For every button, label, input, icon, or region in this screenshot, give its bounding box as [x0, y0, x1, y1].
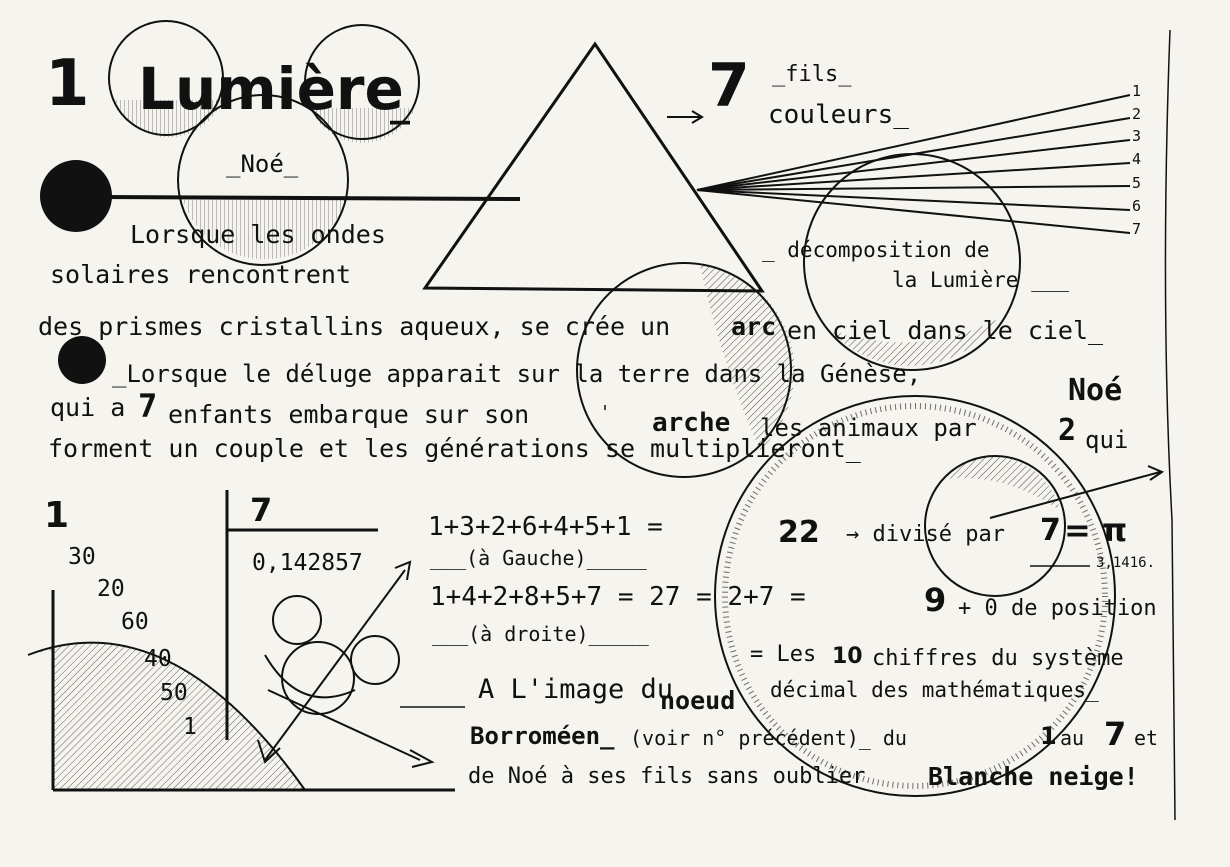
light-beam	[99, 195, 521, 201]
division-dividend: 1	[44, 495, 70, 536]
division-quotient: 0,142857	[252, 550, 363, 576]
ten-digits-line-b: chiffres du système	[872, 646, 1124, 671]
closing-borromeen: Borroméen_	[470, 722, 615, 750]
paragraph-line5-c: les animaux par	[760, 414, 977, 442]
seven-heading: 7	[708, 51, 750, 121]
paragraph-line5-b: enfants embarque sur son	[168, 400, 530, 429]
ten-digits-line-a: = Les	[750, 642, 817, 667]
spectrum-rays	[696, 94, 1131, 234]
couleurs-label: couleurs_	[768, 100, 909, 130]
closing-au: au	[1060, 726, 1085, 750]
paragraph-noe: Noé	[1068, 373, 1123, 408]
ray-number-7: 7	[1132, 220, 1142, 238]
sun-disc	[40, 160, 112, 232]
closing-line1-a: A L'image du	[478, 674, 674, 705]
decomposition-line1: _ décomposition de	[762, 238, 990, 262]
spectrum-circle	[803, 153, 1021, 371]
pi-circle	[924, 455, 1066, 597]
division-remainder-3: 60	[121, 609, 149, 635]
large-radiant-circle	[714, 395, 1116, 797]
right-margin-line	[1164, 29, 1176, 821]
equation-divisor-seven: 7	[1040, 513, 1061, 548]
closing-seven: 7	[1104, 715, 1127, 753]
paragraph-line1: Lorsque les ondes	[130, 220, 386, 249]
bullet-disc	[58, 336, 106, 384]
paragraph-line4: _Lorsque le déluge apparait sur la terre…	[112, 360, 922, 388]
paragraph-seven: 7	[138, 387, 158, 425]
ray-number-4: 4	[1132, 150, 1142, 168]
pi-value: 3,1416.	[1096, 555, 1156, 571]
fils-label: _fils_	[772, 62, 852, 87]
paragraph-line5-d: qui	[1085, 426, 1129, 454]
equation-left-label: ___(à Gauche)_____	[430, 546, 647, 570]
paragraph-arche: arche	[652, 408, 731, 438]
equation-nine: 9	[924, 581, 947, 619]
borromean-figure	[257, 560, 435, 768]
arrow-to-seven	[667, 110, 704, 124]
middle-circle	[576, 262, 795, 478]
division-remainder-4: 40	[144, 646, 172, 672]
paragraph-line6: forment un couple et les générations se …	[48, 434, 861, 463]
division-remainder-5: 50	[160, 680, 188, 706]
ray-number-5: 5	[1132, 174, 1142, 192]
division-divisor: 7	[250, 491, 273, 529]
paragraph-line5-a: qui a	[50, 393, 126, 422]
title-number: 1	[45, 47, 90, 121]
ray-number-6: 6	[1132, 197, 1142, 215]
equation-divided-by: → divisé par	[846, 522, 1005, 547]
closing-et: et	[1134, 726, 1159, 750]
division-remainder-2: 20	[97, 576, 125, 602]
equation-left-sum: 1+3+2+6+4+5+1 =	[428, 512, 663, 542]
ten-digits-line2: décimal des mathématiques_	[770, 678, 1099, 702]
title-circles	[108, 20, 420, 266]
paragraph-line3-a: des prismes cristallins aqueux, se crée …	[38, 312, 671, 341]
division-remainder-6: 1	[183, 714, 197, 740]
division-remainder-1: 30	[68, 544, 96, 570]
closing-noeud: noeud	[660, 686, 736, 715]
equation-position: + 0 de position	[958, 596, 1157, 621]
ray-number-2: 2	[1132, 105, 1142, 123]
paragraph-line3-b: en ciel dans le ciel_	[787, 316, 1104, 345]
prism-triangle	[422, 41, 765, 293]
equation-pi: = π	[1064, 511, 1128, 549]
title-word: Lumière	[138, 55, 404, 123]
decomposition-line2: la Lumière ___	[892, 268, 1070, 292]
equation-right-sum: 1+4+2+8+5+7 = 27 = 2+7 =	[430, 582, 806, 612]
equation-left-result: 22	[778, 515, 820, 550]
ray-number-1: 1	[1132, 82, 1142, 100]
title-dash: _	[390, 79, 410, 125]
equation-right-label: ___(à droite)_____	[432, 622, 649, 646]
ten-digits-number: 10	[832, 644, 863, 669]
closing-blanche-neige: Blanche neige!	[928, 762, 1139, 791]
paragraph-two: 2	[1058, 413, 1077, 448]
arrow-right	[989, 465, 1165, 519]
paragraph-line2: solaires rencontrent	[50, 260, 352, 289]
paragraph-arc: arc	[731, 312, 777, 341]
ray-number-3: 3	[1132, 127, 1142, 145]
title-subtitle: _Noé_	[226, 150, 299, 178]
closing-line2-b: (voir n° précédent)_ du	[630, 726, 907, 750]
closing-line3-a: de Noé à ses fils sans oublier	[468, 764, 866, 789]
closing-one: 1	[1040, 722, 1057, 750]
hatched-planet-arc	[27, 641, 306, 791]
